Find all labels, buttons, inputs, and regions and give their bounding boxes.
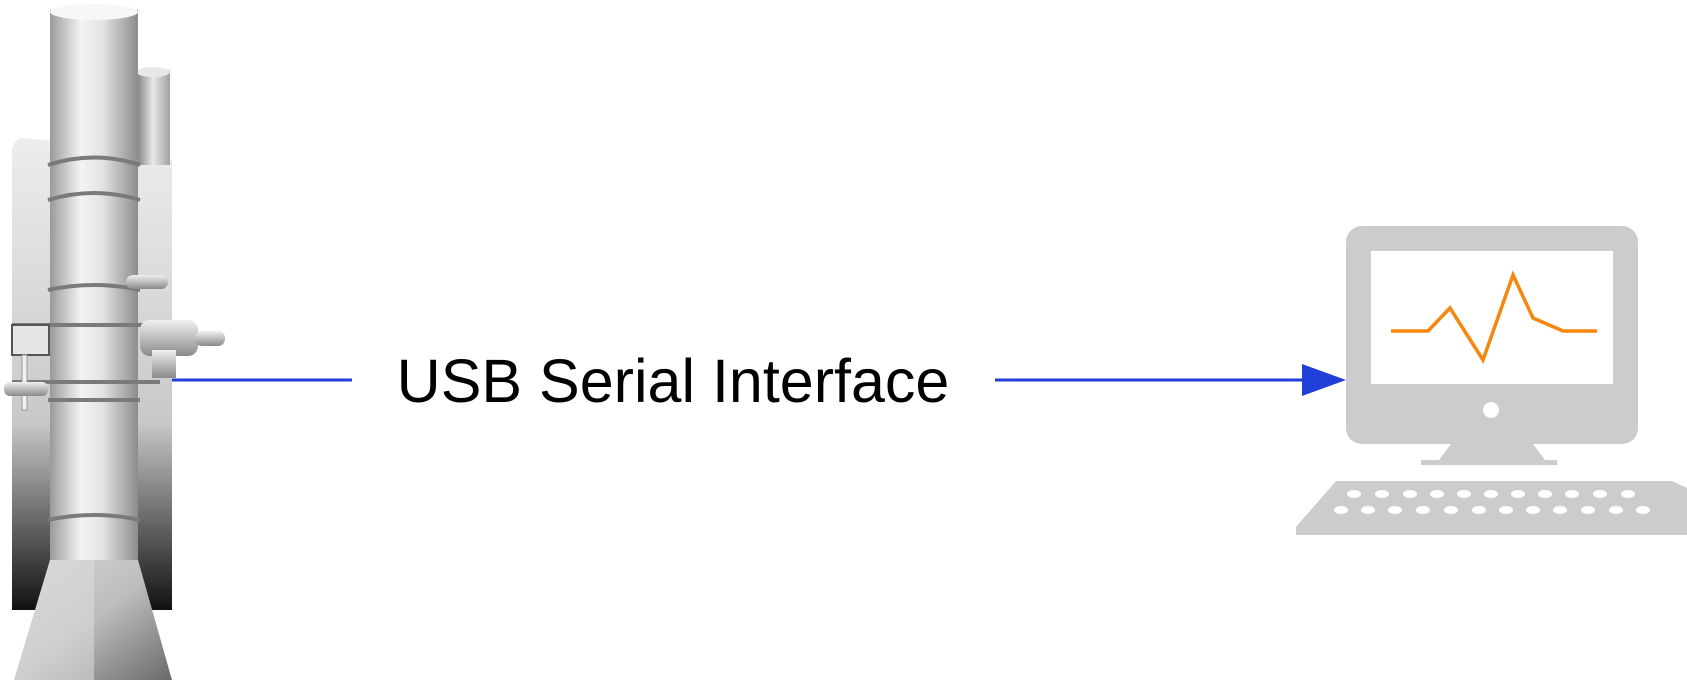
keyboard-keys (1334, 490, 1650, 514)
usb-connection-arrow (172, 364, 1346, 396)
laboratory-instrument-icon (4, 4, 225, 680)
waveform-icon (1391, 270, 1597, 364)
power-button-icon (1483, 402, 1499, 418)
keyboard-icon (1296, 481, 1687, 535)
monitor-screen (1371, 251, 1613, 384)
desktop-computer-icon (1296, 226, 1687, 535)
connection-label: USB Serial Interface (397, 347, 950, 415)
arrowhead-icon (1302, 364, 1346, 396)
